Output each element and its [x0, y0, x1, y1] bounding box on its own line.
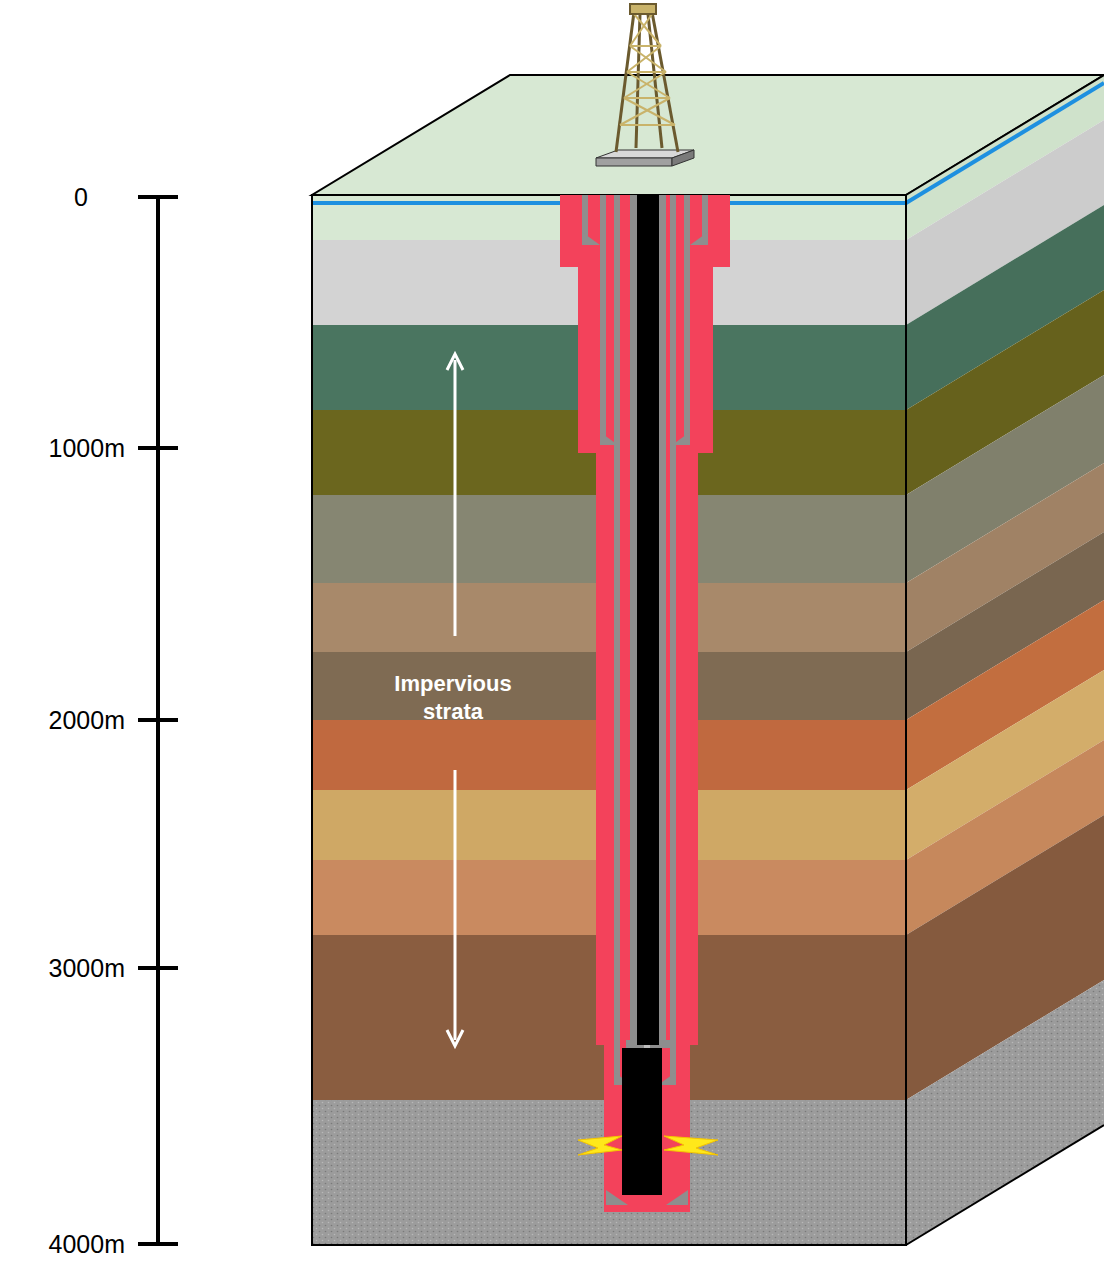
- well-part: [690, 232, 708, 245]
- well-part: [624, 98, 675, 125]
- well-part: [634, 14, 661, 46]
- well-part: [620, 14, 675, 125]
- depth-scale: [138, 197, 178, 1244]
- well-part: [138, 966, 178, 970]
- well-part: [627, 71, 666, 73]
- well-part: [620, 124, 675, 126]
- depth-label: 3000m: [49, 954, 125, 982]
- well-part: [630, 45, 661, 47]
- well-part: [630, 46, 666, 72]
- well-part: [578, 1136, 622, 1155]
- well-part: [600, 195, 606, 445]
- well-part: [596, 195, 698, 1045]
- drilling-rig: [596, 4, 694, 166]
- well-part: [454, 360, 457, 636]
- well-part: [630, 4, 656, 14]
- strata-label: Impervious strata: [378, 670, 528, 726]
- perforation-flash: [578, 1136, 718, 1155]
- depth-label: 1000m: [49, 434, 125, 462]
- well-part: [627, 46, 661, 72]
- block-outline: [312, 195, 906, 1245]
- well-part: [620, 98, 670, 125]
- well-part: [138, 195, 178, 199]
- production-tubing: [637, 195, 659, 1045]
- well-part: [447, 1030, 463, 1046]
- well-part: [672, 150, 694, 166]
- rock-layer-side: [906, 980, 1104, 1245]
- well-part: [627, 72, 670, 98]
- depth-label: 0: [74, 183, 88, 211]
- well-part: [670, 195, 676, 1085]
- well-cement: [560, 195, 730, 1212]
- well-casing: [582, 195, 708, 1205]
- well-part: [447, 354, 463, 370]
- production-liner: [622, 1048, 662, 1195]
- well-part: [664, 1136, 718, 1155]
- block-outline: [906, 75, 1104, 195]
- well-part: [616, 12, 634, 152]
- well-part: [616, 12, 678, 152]
- well-part: [454, 770, 457, 1040]
- well-part: [666, 1190, 688, 1205]
- depth-label: 2000m: [49, 706, 125, 734]
- well-part: [596, 158, 672, 166]
- depth-label: 4000m: [49, 1230, 125, 1258]
- well-part: [630, 195, 637, 1045]
- rock-layers: [312, 75, 1104, 1245]
- well-part: [614, 195, 620, 1085]
- water-table: [906, 83, 1104, 203]
- block-outline: [906, 1125, 1104, 1245]
- well-part: [582, 232, 600, 245]
- well-part: [684, 195, 690, 445]
- well-part: [138, 1242, 178, 1246]
- well-part: [138, 718, 178, 722]
- well-part: [624, 97, 670, 99]
- well-part: [659, 195, 666, 1045]
- well-part: [138, 446, 178, 450]
- well-part: [624, 72, 666, 98]
